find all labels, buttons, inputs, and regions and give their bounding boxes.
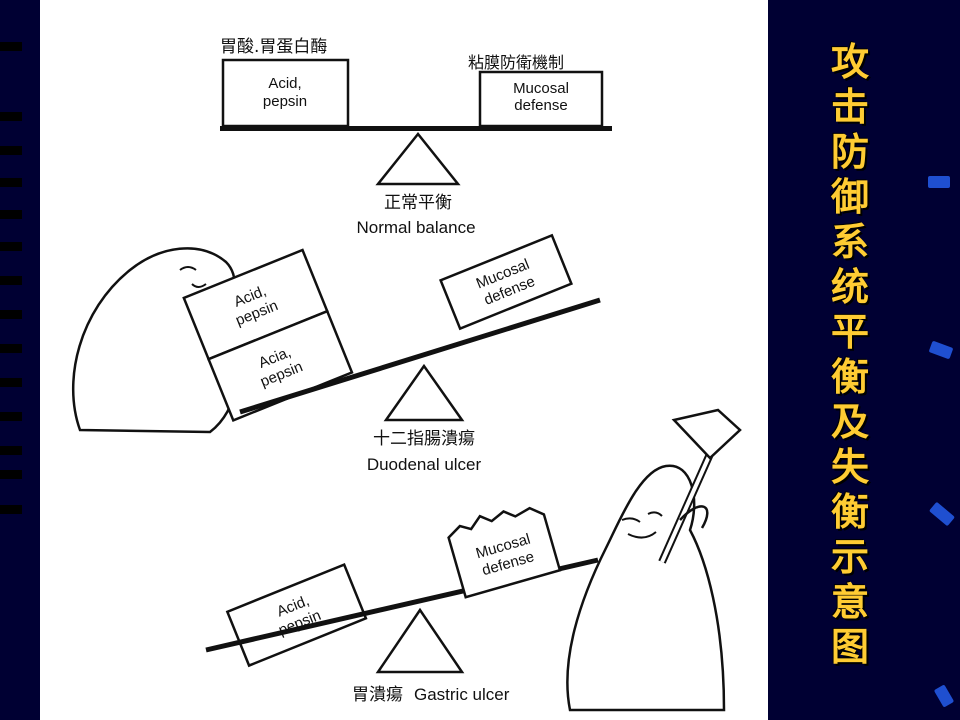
- left-decoration: [0, 0, 40, 720]
- character-face-right: [621, 511, 663, 539]
- decor-bar: [0, 378, 22, 387]
- decor-bar: [0, 310, 22, 319]
- gastric-ulcer-scale: Acid, pepsin Mucosal defense 胃潰瘍 Gastric…: [205, 408, 742, 712]
- character-arm-right: [679, 505, 709, 529]
- axe-head: [671, 408, 742, 460]
- title-char: 御: [830, 175, 869, 219]
- mucosal-defense-box-middle: [439, 233, 573, 331]
- mucosal-defense-box-damaged: [447, 506, 562, 599]
- decor-mark: [928, 501, 956, 527]
- decor-bar: [0, 412, 22, 421]
- right-decoration: [900, 0, 960, 720]
- decor-bar: [0, 276, 22, 285]
- decor-bar: [0, 146, 22, 155]
- title-char: 防: [830, 130, 869, 174]
- fulcrum-bottom: [375, 607, 465, 674]
- fulcrum: [375, 131, 461, 186]
- decor-bar: [0, 242, 22, 251]
- balance-beam: [220, 126, 612, 131]
- title-char: 示: [830, 535, 869, 579]
- gastric-caption-zh: 胃潰瘍: [352, 685, 403, 705]
- acid-pepsin-box-bottom: [225, 562, 368, 668]
- normal-caption-en: Normal balance: [356, 218, 475, 237]
- duodenal-ulcer-scale: Acid, pepsin Acia, pepsin Mucosal defens…: [72, 233, 601, 474]
- title-char: 系: [830, 220, 869, 264]
- acid-box-line2: pepsin: [263, 93, 307, 110]
- title-char: 击: [830, 85, 869, 129]
- title-char: 及: [830, 400, 869, 444]
- decor-bar: [0, 42, 22, 51]
- figure-panel: 胃酸.胃蛋白酶 粘膜防衛機制 Acid, pepsin Mucosal defe…: [40, 0, 768, 720]
- mucosal-box-line2: defense: [514, 97, 567, 114]
- decor-mark: [928, 340, 954, 360]
- decor-bar: [0, 505, 22, 514]
- title-char: 意: [830, 580, 869, 624]
- duodenal-caption-zh: 十二指腸潰瘍: [373, 429, 475, 449]
- decor-bar: [0, 446, 22, 455]
- decor-bar: [0, 470, 22, 479]
- mucosal-box-line1: Mucosal: [513, 80, 569, 97]
- title-char: 图: [830, 625, 869, 669]
- character-face-left: [179, 266, 207, 288]
- decor-bar: [0, 112, 22, 121]
- title-char: 平: [830, 310, 869, 354]
- title-char: 统: [830, 265, 869, 309]
- decor-bar: [0, 178, 22, 187]
- axe-handle-inner: [660, 453, 712, 563]
- decor-mark: [933, 684, 955, 708]
- normal-balance-scale: 胃酸.胃蛋白酶 粘膜防衛機制 Acid, pepsin Mucosal defe…: [220, 37, 612, 237]
- duodenal-caption-en: Duodenal ulcer: [367, 455, 482, 474]
- acid-pepsin-zh-label: 胃酸.胃蛋白酶: [220, 37, 327, 57]
- character-body-right: [566, 464, 726, 712]
- title-char: 衡: [830, 490, 869, 534]
- normal-caption-zh: 正常平衡: [384, 193, 452, 213]
- title-char: 攻: [830, 40, 869, 84]
- mucosal-defense-zh-label: 粘膜防衛機制: [468, 53, 564, 72]
- decor-bar: [0, 210, 22, 219]
- title-char: 衡: [830, 355, 869, 399]
- balance-figure: 胃酸.胃蛋白酶 粘膜防衛機制 Acid, pepsin Mucosal defe…: [72, 37, 742, 712]
- decor-bar: [0, 344, 22, 353]
- slide-title-vertical: 攻 击 防 御 系 统 平 衡 及 失 衡 示 意 图: [822, 40, 878, 670]
- decor-mark: [928, 176, 950, 188]
- acid-box-line1: Acid,: [268, 75, 301, 92]
- title-char: 失: [830, 445, 869, 489]
- fulcrum-middle: [383, 363, 465, 422]
- gastric-caption-en: Gastric ulcer: [414, 685, 510, 704]
- tilted-beam-middle: [239, 297, 601, 415]
